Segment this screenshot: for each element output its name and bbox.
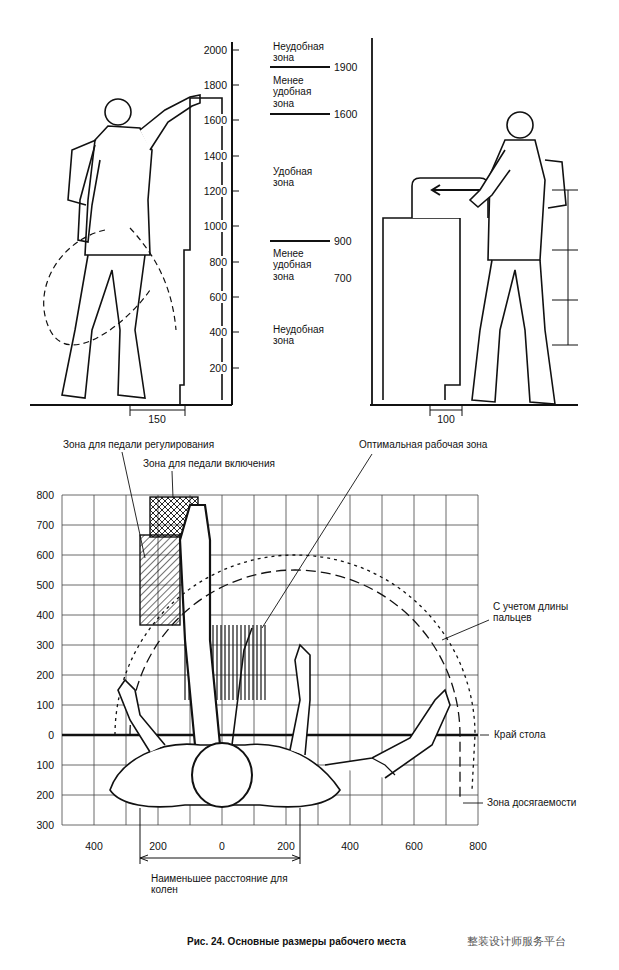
grid-line [62,675,478,676]
figure-head [192,743,252,807]
scale-value: 800 [208,256,228,268]
axis-value: 800 [35,489,55,501]
figure-backpack [545,160,566,208]
figure-arm [470,150,510,207]
figure-leg [232,628,252,745]
grid-line [62,495,63,825]
grid-line [62,585,478,586]
axis-value: 0 [47,729,55,741]
grid-line [478,495,479,825]
axis-value: 300 [35,639,55,651]
axis-value: 100 [35,759,55,771]
direction-arrow [432,185,480,195]
axis-value: 100 [35,699,55,711]
scale-value: 600 [208,291,228,303]
zone-height: 1900 [333,61,358,73]
figure-head [507,112,533,138]
scale-value: 1400 [203,150,228,162]
scale-value: 1600 [203,114,228,126]
axis-value: 400 [35,609,55,621]
cabinet [180,98,222,405]
zone-label: Неудобная зона [272,41,336,64]
zone-height: 1600 [333,108,358,120]
scale-value: 1800 [203,79,228,91]
figure-arm [325,690,450,778]
axis-value: 200 [35,669,55,681]
grid-line [350,495,351,825]
figure-leg [180,505,220,745]
scale-value: 1200 [203,185,228,197]
ground-line [30,404,232,406]
axis-value: 700 [35,519,55,531]
axis-value: 0 [218,840,226,852]
zone-height: 900 [333,235,353,247]
rack [552,190,578,345]
figure-caption: Рис. 24. Основные размеры рабочего места [186,936,407,948]
figure-hand [372,758,395,775]
callout-label: Оптимальная рабочая зона [358,439,488,451]
pedal-zone [140,535,180,625]
grid-line [62,525,478,526]
figure-legs [472,260,555,404]
callout-label: С учетом длины пальцев [492,601,594,624]
ground-line [370,404,578,406]
scale-value: 2000 [203,44,228,56]
motion-path [130,228,176,330]
figure-legs [62,255,145,398]
grid-line [94,495,95,825]
axis-value: 600 [404,840,424,852]
scale-axis [231,42,233,405]
figure-torso [488,140,545,260]
figure-head [105,99,131,125]
scale-value: 200 [208,362,228,374]
scale-value: 400 [208,326,228,338]
axis-value: 200 [276,840,296,852]
scale-value: 1000 [203,220,228,232]
grid-line [62,825,478,826]
axis-value: 600 [35,549,55,561]
scale-ticks [232,50,239,368]
axis-value: 400 [340,840,360,852]
figure-arm [290,645,310,755]
callout-label: Край стола [493,729,547,741]
motion-path [44,230,150,345]
figure-arm [78,145,100,242]
zone-label: Менее удобная зона [272,75,332,110]
grid-line [414,495,415,825]
leader-line [122,452,489,803]
grid-line [62,645,478,646]
wall-line [371,38,373,405]
axis-value: 200 [148,840,168,852]
zone-height: 700 [333,272,353,284]
axis-value: 400 [84,840,104,852]
figure-arm [140,95,200,150]
zone-label: Удобная зона [272,166,336,189]
callout-label: Зона досягаемости [486,797,577,809]
callout-label: Зона для педали включения [142,458,276,470]
grid [62,495,478,825]
dimension-line [140,808,300,864]
dimension-value: 100 [436,413,456,425]
seated-figure-plan [62,452,489,864]
axis-value: 500 [35,579,55,591]
workbench [383,218,460,400]
zone-label: Неудобная зона [272,324,336,347]
working-figure [370,38,578,416]
dimension-value: 150 [147,413,167,425]
grid-line [446,495,447,825]
zone-label: Менее удобная зона [272,248,332,283]
grid-line [62,555,478,556]
figure-arm [118,680,165,752]
watermark: 整装设计师服务平台 [466,936,567,949]
standing-figure [30,95,232,416]
axis-value: 200 [35,789,55,801]
grid-line [62,495,478,496]
axis-value: 800 [468,840,488,852]
axis-value: 300 [35,819,55,831]
dimension-label: Наименьшее расстояние для колен [150,873,302,896]
callout-label: Зона для педали регулирования [62,439,215,451]
